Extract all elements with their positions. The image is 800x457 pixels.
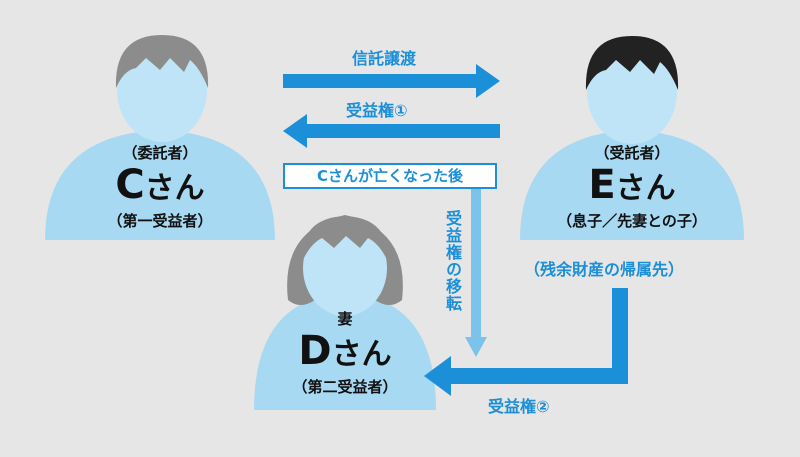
right-transfer-arrow xyxy=(465,189,487,357)
person-c-role: （委託者） xyxy=(122,144,198,162)
beneficiary-right-1-arrow xyxy=(283,114,500,148)
person-e-text: （受託者） Eさん （息子／先妻との子） xyxy=(532,143,732,231)
person-c-name: Cさん xyxy=(115,162,205,208)
beneficiary-right-2-label: 受益権② xyxy=(488,397,550,416)
person-d-role: 妻 xyxy=(337,310,353,328)
right-transfer-label: 受益権の移転 xyxy=(443,210,462,312)
person-d-text: 妻 Dさん （第二受益者） xyxy=(255,309,435,397)
trust-transfer-label: 信託譲渡 xyxy=(352,49,417,68)
person-d-name: Dさん xyxy=(298,328,392,374)
person-d-sub: （第二受益者） xyxy=(292,378,398,396)
person-e-role: （受託者） xyxy=(594,144,670,162)
person-c-sub: （第一受益者） xyxy=(107,212,213,230)
person-e-figure xyxy=(520,36,744,240)
trust-transfer-arrow xyxy=(283,64,500,98)
after-death-label: Cさんが亡くなった後 xyxy=(283,163,497,189)
person-c-figure xyxy=(45,35,275,240)
beneficiary-right-2-arrow xyxy=(424,288,628,396)
person-e-name: Eさん xyxy=(588,162,676,208)
beneficiary-right-1-label: 受益権① xyxy=(346,101,408,120)
person-e-sub: （息子／先妻との子） xyxy=(557,212,707,230)
residual-label: （残余財産の帰属先） xyxy=(524,260,685,279)
person-c-text: （委託者） Cさん （第一受益者） xyxy=(70,143,250,231)
person-d-figure xyxy=(254,215,436,410)
